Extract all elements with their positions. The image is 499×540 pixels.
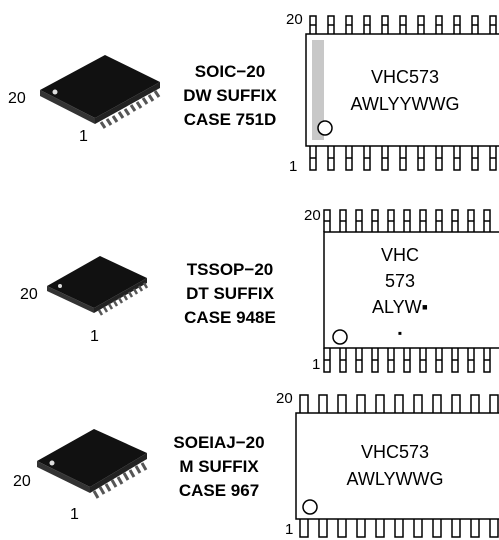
marking-diagram xyxy=(295,394,499,538)
marking-line-2: AWLYWWG xyxy=(346,469,444,489)
marking-text: VHC573 AWLYYWWG xyxy=(335,64,475,118)
package-suffix: DW SUFFIX xyxy=(183,86,277,105)
package-suffix: DT SUFFIX xyxy=(186,284,274,303)
package-soeiaj-20: 20 1 SOEIAJ−20 M SUFFIX CASE 967 20 1 VH… xyxy=(0,385,499,540)
package-type: SOIC−20 xyxy=(194,62,266,81)
package-tssop-20: 20 1 TSSOP−20 DT SUFFIX CASE 948E 20 1 xyxy=(0,190,499,380)
package-type: TSSOP−20 xyxy=(186,260,274,279)
soic-chip-illustration xyxy=(40,55,161,129)
marking-diagram xyxy=(323,209,499,373)
soeiaj-chip-illustration xyxy=(37,429,148,499)
pin-label-20: 20 xyxy=(13,473,31,490)
package-type: SOEIAJ−20 xyxy=(173,433,265,452)
marking-pin-1: 1 xyxy=(285,521,294,538)
pin-label-20: 20 xyxy=(20,286,38,303)
package-case: CASE 948E xyxy=(184,308,276,327)
marking-line-3: ALYW▪ xyxy=(371,297,429,317)
tssop-chip-illustration xyxy=(47,256,149,316)
marking-diagram xyxy=(305,15,499,171)
case-label: SOEIAJ−20 M SUFFIX CASE 967 xyxy=(154,431,284,503)
marking-text: VHC 573 ALYW▪ ▪ xyxy=(350,242,450,346)
marking-pin-20: 20 xyxy=(304,207,321,224)
marking-pin-20: 20 xyxy=(276,390,293,407)
package-case: CASE 967 xyxy=(178,481,260,500)
marking-line-1: VHC573 xyxy=(360,442,430,462)
marking-line-2: AWLYYWWG xyxy=(350,94,460,114)
case-label: SOIC−20 DW SUFFIX CASE 751D xyxy=(170,60,290,132)
marking-pin-20: 20 xyxy=(286,11,303,28)
package-case: CASE 751D xyxy=(183,110,277,129)
marking-line-4: ▪ xyxy=(397,326,403,340)
marking-line-1: VHC573 xyxy=(370,67,440,87)
package-soic-20: 20 1 SOIC−20 DW SUFFIX CASE 751D 20 1 xyxy=(0,0,499,180)
pin-label-20: 20 xyxy=(8,90,26,107)
pin-label-1: 1 xyxy=(79,128,88,145)
marking-pin-1: 1 xyxy=(312,356,321,373)
marking-line-1: VHC xyxy=(380,245,419,265)
pin-label-1: 1 xyxy=(90,328,99,345)
package-suffix: M SUFFIX xyxy=(179,457,259,476)
marking-line-2: 573 xyxy=(384,271,416,291)
marking-text: VHC573 AWLYWWG xyxy=(330,439,460,493)
marking-pin-1: 1 xyxy=(289,158,298,175)
pin-label-1: 1 xyxy=(70,506,79,523)
case-label: TSSOP−20 DT SUFFIX CASE 948E xyxy=(170,258,290,330)
